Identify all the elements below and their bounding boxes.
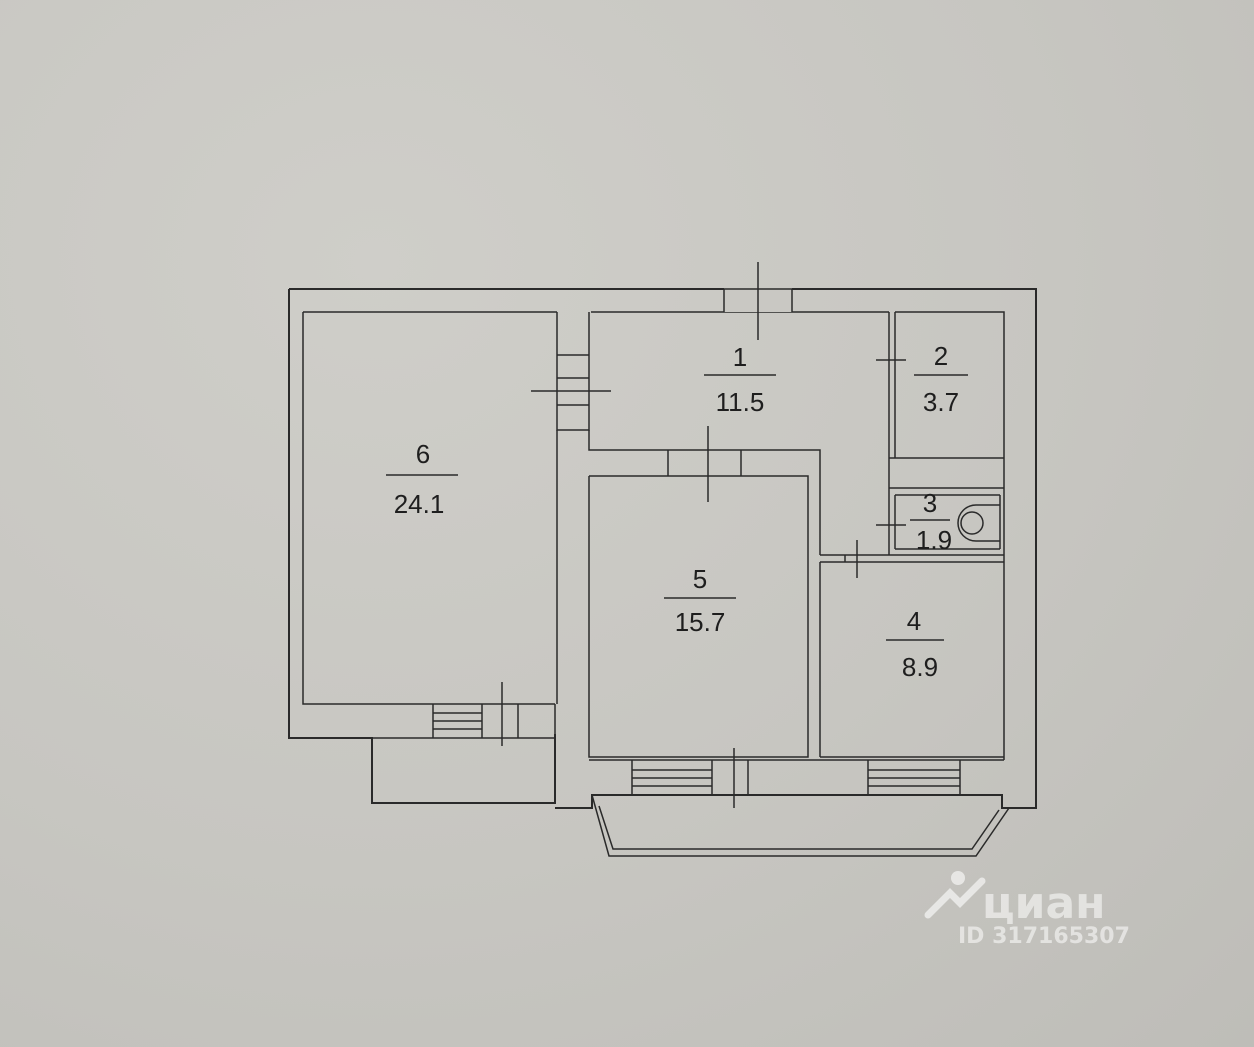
room-label-5: 5 15.7 — [664, 564, 736, 637]
room-2-number: 2 — [934, 341, 948, 371]
room-label-2: 2 3.7 — [914, 341, 968, 417]
room-1-area: 11.5 — [716, 387, 765, 417]
balcony — [591, 794, 1010, 857]
room-label-4: 4 8.9 — [886, 606, 944, 682]
room-1-number: 1 — [733, 342, 747, 372]
room-2-3-walls — [876, 312, 1004, 555]
cian-logo-icon — [924, 871, 986, 919]
watermark: циан ID 317165307 — [924, 871, 1130, 949]
room-5-area: 15.7 — [675, 607, 726, 637]
room-3-area: 1.9 — [916, 525, 952, 555]
room-3-number: 3 — [923, 488, 937, 518]
room-2-area: 3.7 — [923, 387, 959, 417]
bottom-windows — [589, 748, 1004, 808]
room-6-number: 6 — [416, 439, 430, 469]
room-4-walls — [819, 540, 1004, 758]
room-6-area: 24.1 — [394, 489, 445, 519]
room-1-walls — [588, 262, 821, 758]
room-4-area: 8.9 — [902, 652, 938, 682]
room-label-6: 6 24.1 — [386, 439, 458, 519]
room-label-3: 3 1.9 — [910, 488, 952, 555]
room-6-walls — [288, 312, 611, 746]
watermark-id: ID 317165307 — [958, 924, 1130, 949]
room-5-number: 5 — [693, 564, 707, 594]
watermark-brand: циан — [982, 878, 1106, 929]
room-4-number: 4 — [907, 606, 921, 636]
room-label-1: 1 11.5 — [704, 342, 776, 417]
